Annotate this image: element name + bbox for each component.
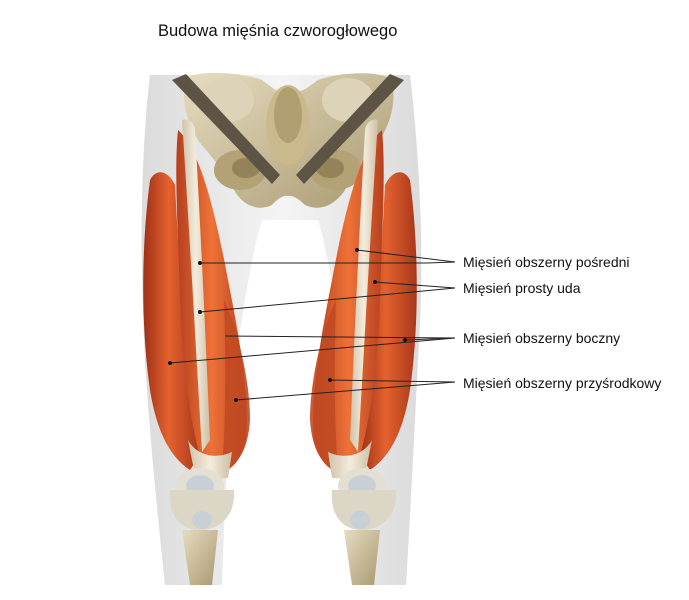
leader-line-lateralis-right2 bbox=[404, 337, 456, 341]
leader-line-medialis-left bbox=[235, 381, 456, 401]
right-quadriceps bbox=[310, 119, 417, 480]
label-vastus-intermedius: Mięsień obszerny pośredni bbox=[463, 254, 630, 270]
leader-line-lateralis-right bbox=[224, 335, 456, 339]
leader-line-intermedius-join bbox=[426, 261, 456, 264]
leader-lines bbox=[169, 249, 456, 401]
diagram-title: Budowa mięśnia czworogłowego bbox=[158, 22, 398, 40]
leader-line-intermedius-right bbox=[356, 249, 456, 263]
right-knee bbox=[331, 468, 397, 585]
sartorius-straps bbox=[172, 74, 404, 184]
leader-line-rectus-left bbox=[199, 287, 456, 313]
leader-dots bbox=[168, 248, 407, 402]
leader-line-rectus-right bbox=[374, 281, 456, 289]
leader-line-lateralis-left bbox=[169, 337, 456, 364]
label-vastus-lateralis: Mięsień obszerny boczny bbox=[463, 330, 621, 346]
left-quadriceps bbox=[143, 119, 250, 480]
label-rectus-femoris: Mięsień prosty uda bbox=[463, 280, 581, 296]
label-vastus-medialis: Mięsień obszerny przyśrodkowy bbox=[463, 375, 662, 391]
left-knee bbox=[169, 468, 235, 585]
leader-line-medialis-right bbox=[329, 379, 456, 383]
